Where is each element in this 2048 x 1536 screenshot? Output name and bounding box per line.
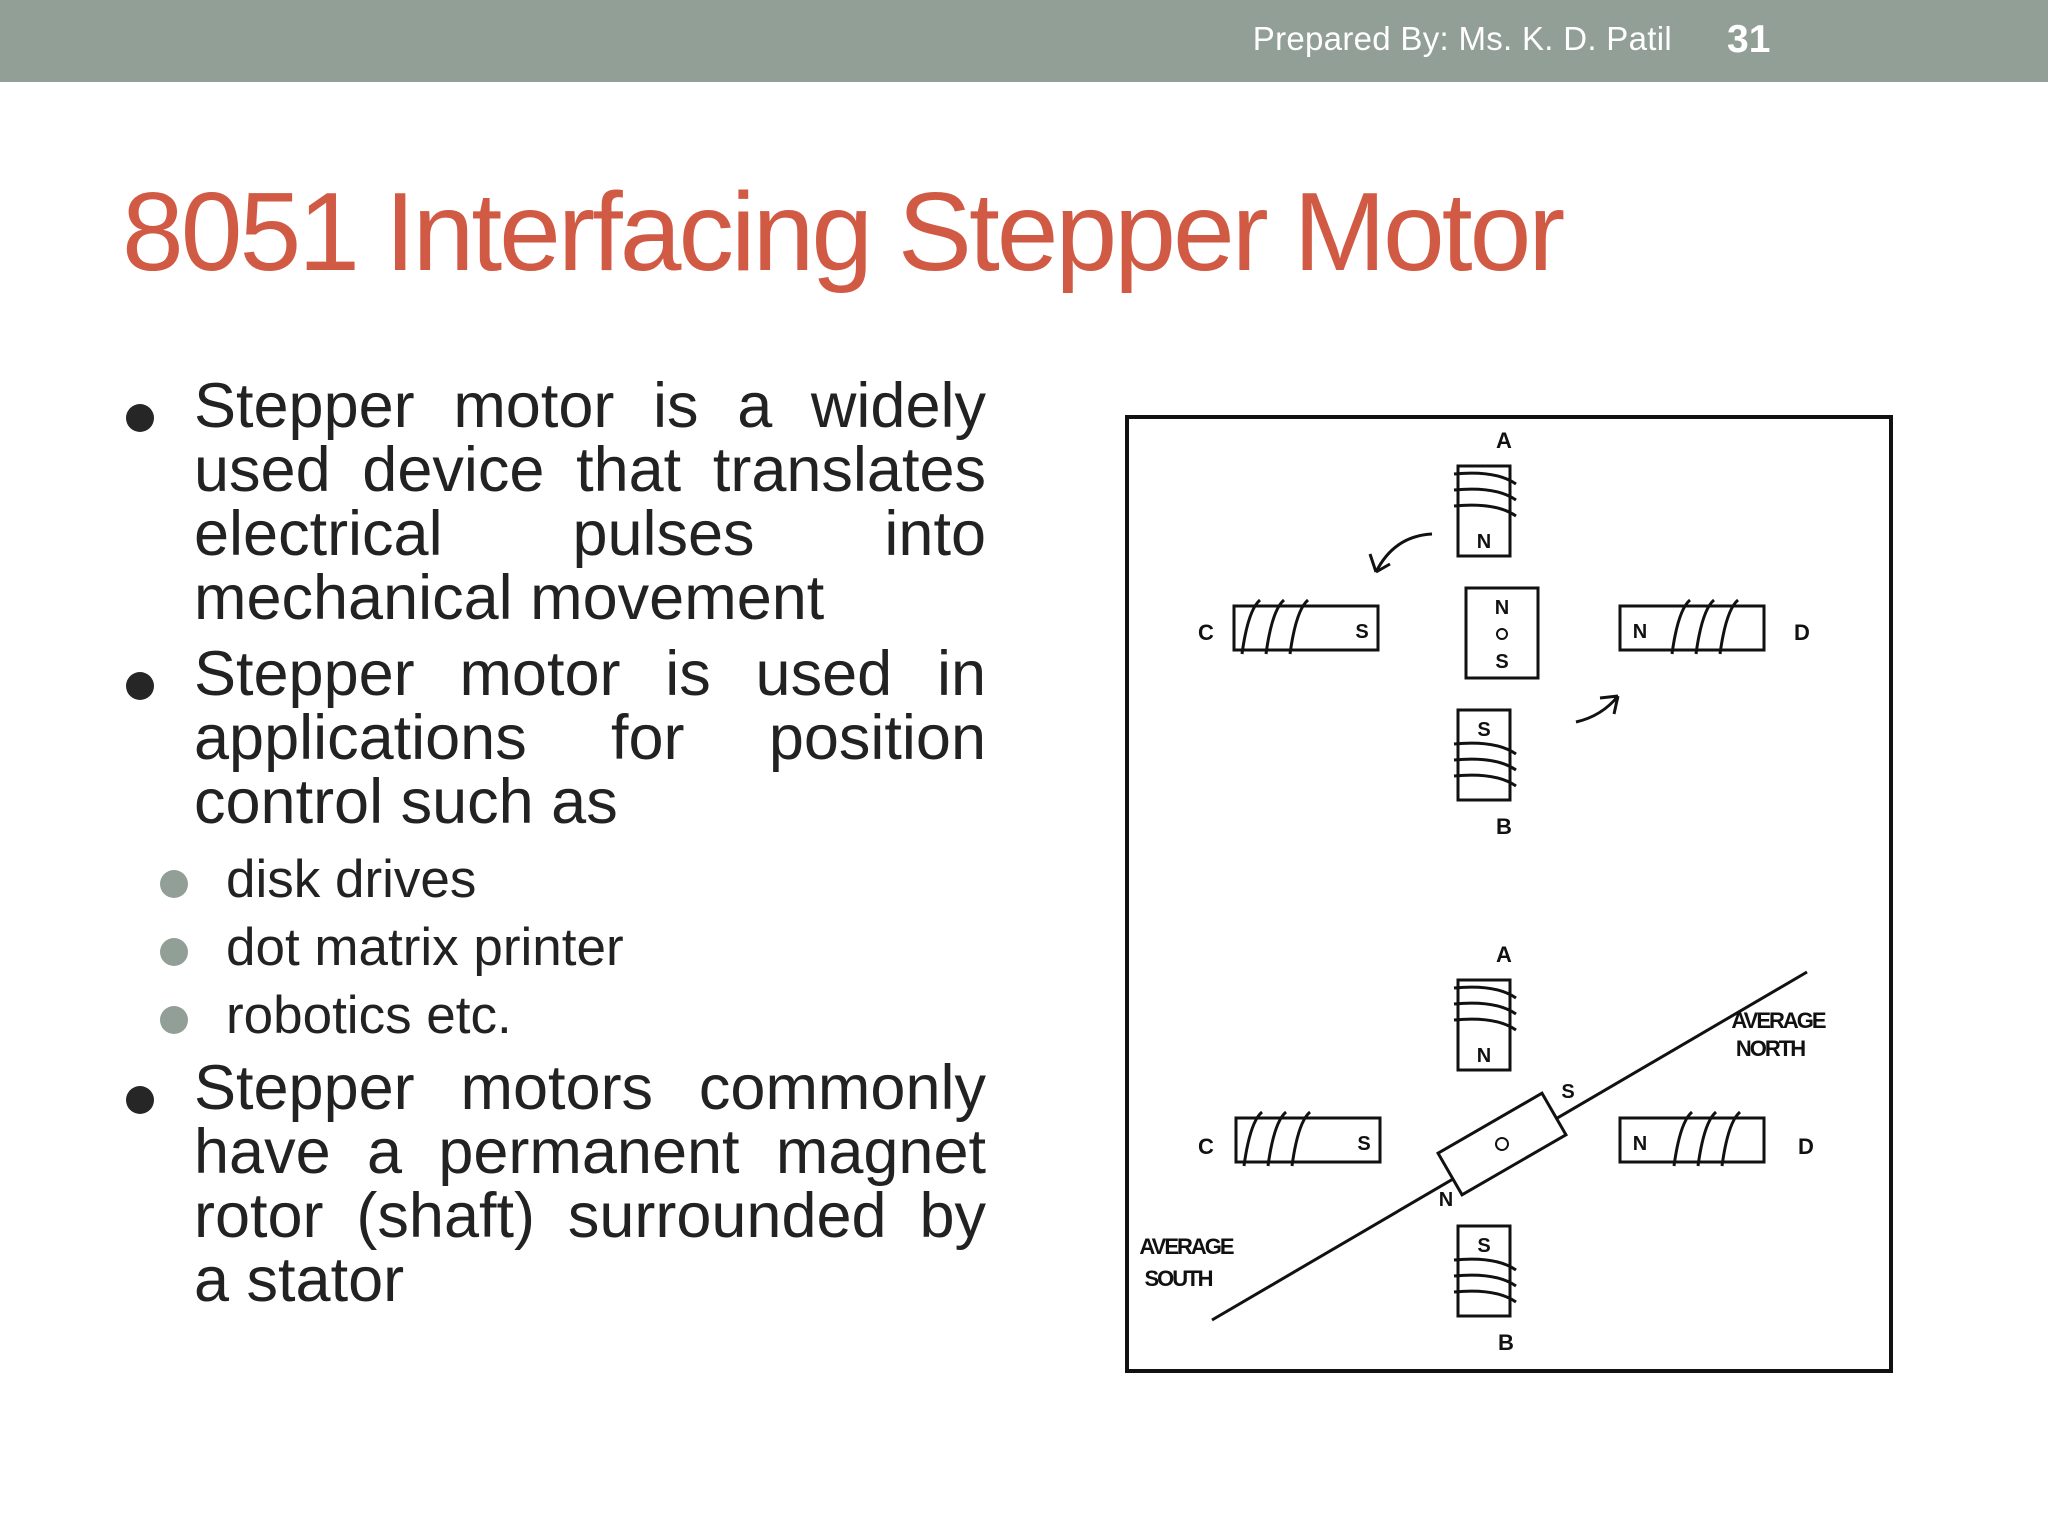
bullet-dot-icon (126, 1086, 154, 1114)
sub-bullet-item: robotics etc. (122, 982, 986, 1050)
rotor-n-label: N (1439, 1189, 1453, 1211)
coil-b: S (1453, 708, 1517, 802)
bottom-stator-diagram: A N AVERAGE NORTH C S S N N (1139, 942, 1827, 1355)
coil-label-c: C (1198, 1134, 1214, 1159)
rotor-n-label: N (1495, 597, 1509, 619)
sub-bullet-list: disk drives dot matrix printer robotics … (122, 846, 986, 1050)
stepper-motor-diagram: A N C S N S N (1124, 414, 1896, 1374)
coil-c-pole: S (1355, 621, 1368, 643)
average-north-label: NORTH (1736, 1036, 1805, 1061)
coil-a-pole: N (1477, 531, 1491, 553)
header-bar: Prepared By: Ms. K. D. Patil 31 (0, 0, 2048, 82)
rotor-top: N S (1464, 586, 1540, 680)
bullet-list: Stepper motor is a widely used device th… (122, 374, 986, 1324)
slide-title: 8051 Interfacing Stepper Motor (122, 170, 1565, 294)
coil-d-pole: N (1633, 1133, 1647, 1155)
coil-label-a: A (1496, 942, 1512, 967)
coil-b: S (1453, 1224, 1517, 1318)
sub-bullet-item: disk drives (122, 846, 986, 914)
rotor-s-label: S (1495, 651, 1508, 673)
coil-c: S (1232, 598, 1380, 655)
coil-d: N (1618, 1110, 1766, 1167)
sub-bullet-dot-icon (160, 870, 188, 898)
sub-bullet-dot-icon (160, 1006, 188, 1034)
bullet-item: Stepper motor is a widely used device th… (122, 374, 986, 630)
coil-label-c: C (1198, 620, 1214, 645)
bullet-text: Stepper motors commonly have a permanent… (194, 1053, 986, 1315)
average-north-label: AVERAGE (1731, 1008, 1825, 1033)
bullet-dot-icon (126, 404, 154, 432)
average-south-label: AVERAGE (1139, 1234, 1233, 1259)
bullet-dot-icon (126, 672, 154, 700)
coil-c: S (1234, 1110, 1382, 1167)
coil-label-a: A (1496, 428, 1512, 453)
prepared-by-text: Prepared By: Ms. K. D. Patil (1252, 20, 1672, 57)
rotation-arrow-icon (1368, 532, 1433, 574)
sub-bullet-text: dot matrix printer (226, 918, 624, 977)
coil-label-d: D (1798, 1134, 1814, 1159)
coil-label-b: B (1496, 814, 1512, 839)
sub-bullet-text: robotics etc. (226, 986, 512, 1045)
coil-b-pole: S (1477, 1235, 1490, 1257)
coil-c-pole: S (1357, 1133, 1370, 1155)
rotation-arrow-icon (1575, 694, 1620, 724)
bullet-item: Stepper motor is used in applications fo… (122, 642, 986, 834)
average-south-label: SOUTH (1145, 1266, 1213, 1291)
coil-d: N (1618, 598, 1766, 655)
diagram-frame (1125, 415, 1893, 1373)
coil-label-d: D (1794, 620, 1810, 645)
sub-bullet-dot-icon (160, 938, 188, 966)
bullet-text: Stepper motor is a widely used device th… (194, 371, 986, 633)
rotor-s-label: S (1561, 1081, 1574, 1103)
top-stator-diagram: A N C S N S N (1198, 428, 1810, 839)
coil-a-pole: N (1477, 1045, 1491, 1067)
coil-a: N (1453, 978, 1517, 1072)
sub-bullet-item: dot matrix printer (122, 914, 986, 982)
slide-number: 31 (1727, 18, 1771, 61)
coil-a: N (1453, 464, 1517, 558)
rotor-bottom (1435, 1091, 1569, 1197)
diagram-svg: A N C S N S N (1125, 415, 1893, 1373)
bullet-item: Stepper motors commonly have a permanent… (122, 1056, 986, 1312)
coil-label-b: B (1498, 1330, 1514, 1355)
coil-b-pole: S (1477, 719, 1490, 741)
coil-d-pole: N (1633, 621, 1647, 643)
bullet-text: Stepper motor is used in applications fo… (194, 639, 986, 837)
sub-bullet-text: disk drives (226, 850, 477, 909)
